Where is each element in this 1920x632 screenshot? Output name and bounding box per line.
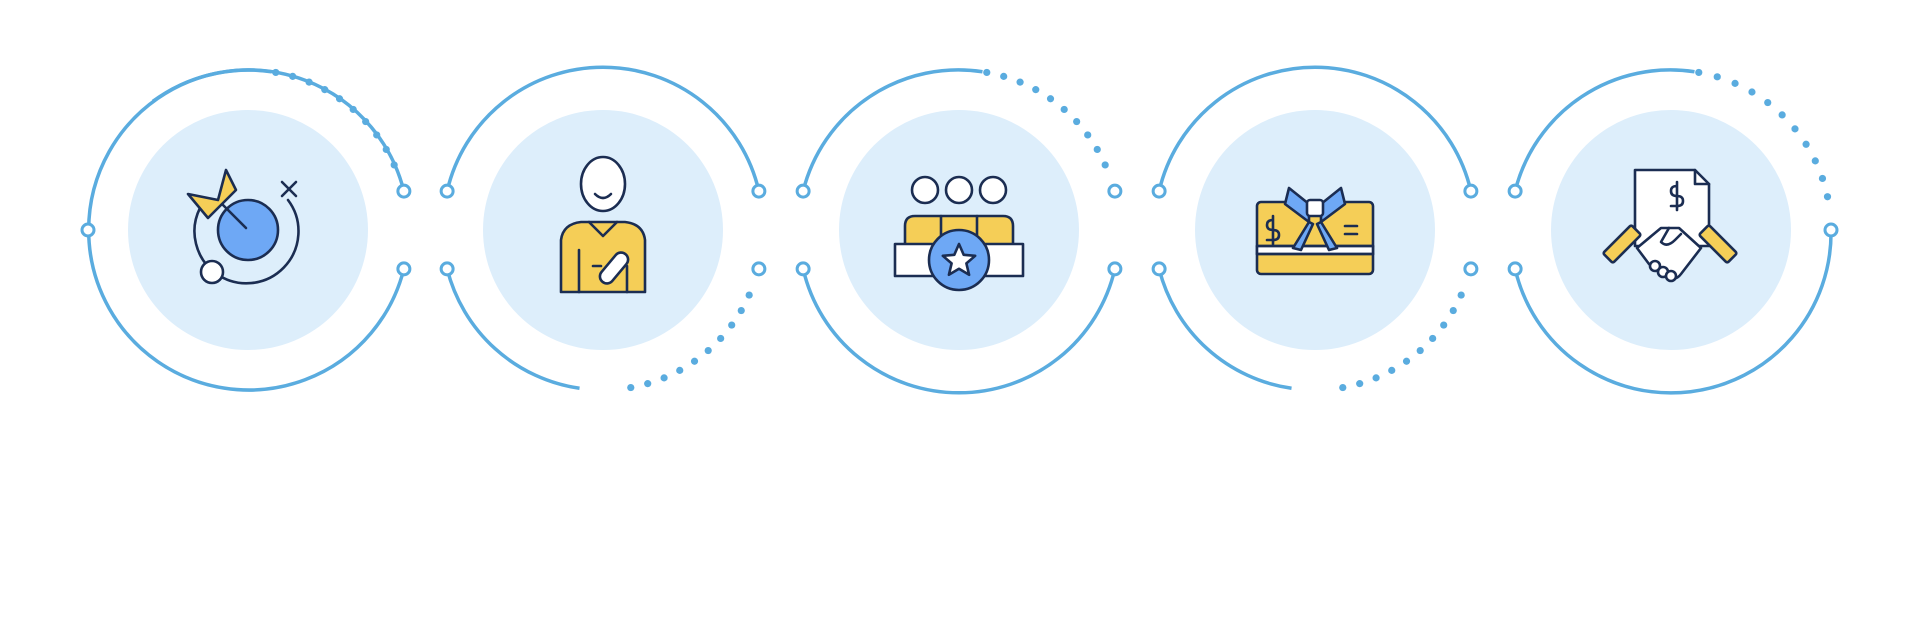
ring-dot xyxy=(1060,105,1068,114)
ring-endpoint xyxy=(751,183,767,199)
ring-endpoint xyxy=(1107,261,1123,277)
ring-dot xyxy=(1402,357,1411,365)
ring-dot xyxy=(289,72,297,80)
ring-endpoint xyxy=(80,222,96,238)
ring-dot xyxy=(983,68,991,77)
ring-endpoint xyxy=(1151,261,1167,277)
step-ring-solid xyxy=(1157,268,1292,391)
team-star-badge-icon xyxy=(893,175,1025,292)
step-gift-card xyxy=(1151,65,1479,392)
ring-dot xyxy=(1429,334,1437,343)
ring-dot xyxy=(1823,193,1832,201)
ring-dots xyxy=(983,68,1109,169)
ring-dot xyxy=(1449,306,1457,315)
ring-dot xyxy=(676,366,684,374)
ring-endpoint xyxy=(795,261,811,277)
ring-dot xyxy=(1101,161,1109,169)
ring-dot xyxy=(1416,346,1424,355)
ring-dot xyxy=(1046,95,1055,103)
ring-endpoint xyxy=(1823,222,1839,238)
ring-dots xyxy=(627,291,753,392)
ring-dot xyxy=(390,161,398,169)
ring-dot xyxy=(728,321,736,329)
ring-dot xyxy=(1032,86,1040,94)
ring-dot xyxy=(321,86,329,94)
ring-endpoint xyxy=(396,261,412,277)
ring-endpoint xyxy=(1151,183,1167,199)
step-ring-solid xyxy=(445,268,580,391)
ring-dot xyxy=(737,306,745,315)
ring-endpoint xyxy=(396,183,412,199)
ring-dot xyxy=(1811,157,1819,165)
target-arrow-icon xyxy=(186,168,300,285)
ring-dot xyxy=(382,145,390,154)
ring-dot xyxy=(1339,383,1347,392)
ring-dot xyxy=(1073,117,1081,126)
step-ring-solid xyxy=(1513,229,1833,395)
ring-dot xyxy=(1713,73,1721,81)
ring-dot xyxy=(660,374,668,382)
handshake-contract-icon xyxy=(1602,168,1738,283)
ring-dot xyxy=(690,357,699,365)
ring-dot xyxy=(305,78,313,86)
ring-dot xyxy=(704,346,712,355)
ring-dot xyxy=(1356,380,1364,388)
ring-dot xyxy=(335,95,344,103)
ring-dot xyxy=(1778,111,1786,119)
ring-dot xyxy=(1093,145,1101,154)
ring-dot xyxy=(1802,140,1810,148)
step-ring-arc xyxy=(151,68,272,103)
step-ring-arc xyxy=(801,68,983,192)
ring-dot xyxy=(1791,125,1799,133)
ring-dot xyxy=(745,291,753,299)
ring-endpoint xyxy=(439,183,455,199)
step-ring-arc xyxy=(1157,65,1473,192)
ring-dot xyxy=(717,334,725,343)
ring-dot xyxy=(362,117,370,126)
ring-dot xyxy=(373,131,381,139)
ring-dot xyxy=(1748,88,1756,96)
ring-dot xyxy=(1818,174,1827,183)
ring-endpoint xyxy=(795,183,811,199)
ring-endpoint xyxy=(1507,261,1523,277)
ring-dot xyxy=(1388,366,1396,374)
ring-endpoint xyxy=(439,261,455,277)
ring-dots xyxy=(1339,291,1465,392)
ring-dot xyxy=(627,383,635,392)
ring-dot xyxy=(349,105,357,114)
step-contract-deal xyxy=(1507,68,1839,395)
ring-dot xyxy=(1695,68,1703,77)
step-employee xyxy=(439,65,767,392)
ring-dots xyxy=(1695,68,1832,201)
ring-dot xyxy=(1000,72,1008,80)
gift-card-bow-icon xyxy=(1255,186,1375,276)
step-ring-solid xyxy=(801,268,1117,395)
ring-dot xyxy=(1457,291,1465,299)
ring-dot xyxy=(1764,98,1772,107)
ring-endpoint xyxy=(1107,183,1123,199)
ring-dot xyxy=(644,380,652,388)
step-target-goal xyxy=(80,68,412,392)
ring-dot xyxy=(272,68,280,77)
ring-endpoint xyxy=(1507,183,1523,199)
step-team-rating xyxy=(795,68,1123,395)
ring-endpoint xyxy=(1463,261,1479,277)
ring-endpoint xyxy=(751,261,767,277)
ring-dot xyxy=(1731,79,1739,87)
ring-dot xyxy=(1372,374,1380,382)
ring-dot xyxy=(1084,131,1092,139)
ring-dot xyxy=(1440,321,1448,329)
step-ring-arc xyxy=(445,65,761,192)
step-ring-arc xyxy=(1513,68,1695,192)
ring-dots xyxy=(272,68,398,169)
ring-dot xyxy=(1016,78,1024,86)
ring-endpoint xyxy=(1463,183,1479,199)
person-hand-on-chest-icon xyxy=(559,155,647,294)
